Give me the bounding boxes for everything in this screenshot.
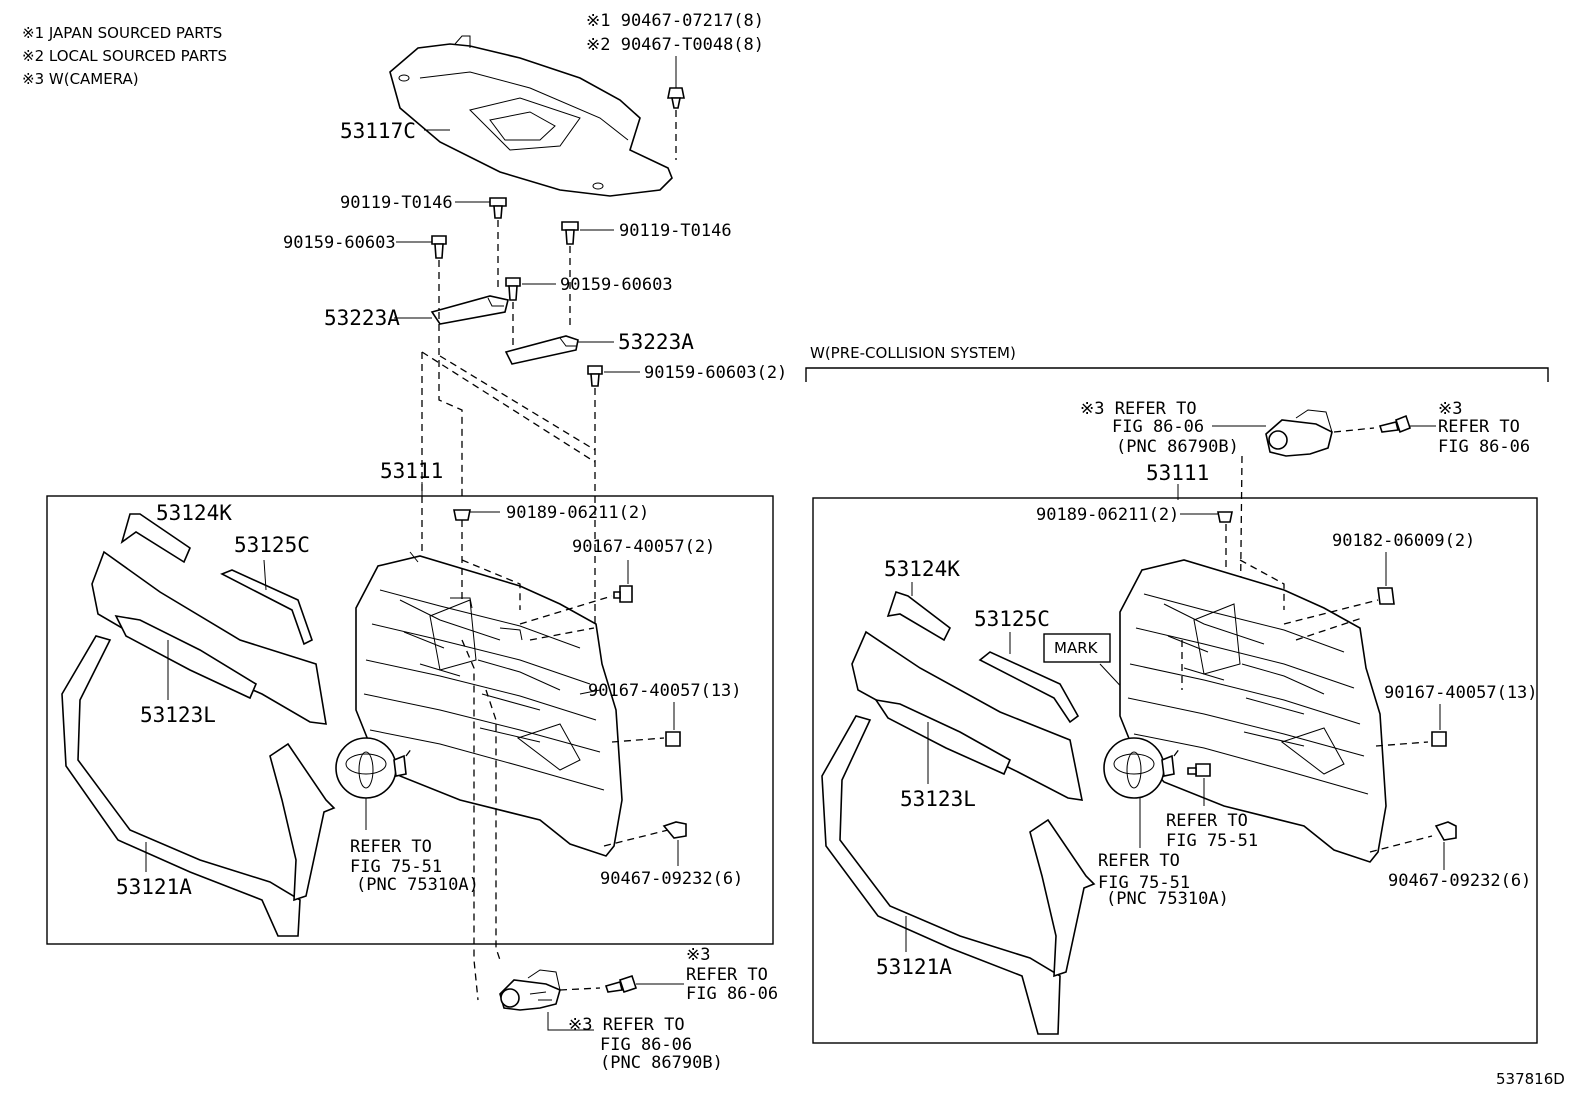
camera-icon <box>499 969 561 1011</box>
molding-53123l-left <box>91 550 327 725</box>
label-53121a-left: 53121A <box>116 875 192 899</box>
label-camera-ref-left-3: (PNC 86790B) <box>600 1053 723 1073</box>
label-camera-ref-left-2: FIG 86-06 <box>600 1035 692 1055</box>
grille-53111-right <box>1119 559 1387 863</box>
grille-53121a-left <box>61 635 336 937</box>
label-53123l-right: 53123L <box>900 787 976 811</box>
note-local-sourced: ※2 LOCAL SOURCED PARTS <box>22 47 227 65</box>
label-camera-screw-ref-left-0: ※3 <box>686 945 710 965</box>
label-camera-screw-ref-right-2: FIG 86-06 <box>1438 437 1530 457</box>
mark-box <box>1043 633 1111 663</box>
bolt-icon <box>561 221 579 245</box>
grille-53121a-right <box>821 715 1096 1035</box>
label-emblem-ref-right-3: (PNC 75310A) <box>1106 889 1229 909</box>
label-53123l-left: 53123L <box>140 703 216 727</box>
nut-icon <box>1377 587 1395 605</box>
label-camera-screw-ref-right-1: REFER TO <box>1438 417 1520 437</box>
label-53111-right: 53111 <box>1146 461 1209 485</box>
grille-53111-left <box>355 551 623 857</box>
screw-icon <box>1378 414 1411 434</box>
emblem-icon <box>1103 737 1175 799</box>
bracket-53223a-right <box>504 335 579 365</box>
label-camera-ref-left-1: ※3 REFER TO <box>568 1015 685 1035</box>
label-screw-90159-60603-a: 90159-60603 <box>283 233 396 253</box>
label-emblem-ref-right-1: REFER TO <box>1098 851 1180 871</box>
screw-icon <box>613 585 633 603</box>
label-53117c: 53117C <box>340 119 416 143</box>
label-clip-90467-07217: ※1 90467-07217(8) <box>586 11 764 31</box>
molding-53125c-left <box>220 569 313 646</box>
label-emblem-ref-left-1: REFER TO <box>350 837 432 857</box>
label-53124k-right: 53124K <box>884 557 960 581</box>
label-53223a-left: 53223A <box>324 306 400 330</box>
label-camera-ref-right-1: ※3 REFER TO <box>1080 399 1197 419</box>
label-camera-ref-right-3: (PNC 86790B) <box>1116 437 1239 457</box>
screw-icon <box>604 974 638 994</box>
bolt-icon <box>489 197 507 219</box>
label-clip-90467-09232-left: 90467-09232(6) <box>600 869 743 889</box>
label-emblem-ref-right-2: FIG 75-51 <box>1098 873 1190 893</box>
figure-id: 537816D <box>1496 1070 1565 1088</box>
label-53125c-right: 53125C <box>974 607 1050 631</box>
screw-icon <box>431 235 447 259</box>
left-assembly-frame <box>46 495 774 945</box>
label-53121a-right: 53121A <box>876 955 952 979</box>
molding-53125c-right <box>978 651 1080 724</box>
label-clip-90467-09232-right: 90467-09232(6) <box>1388 871 1531 891</box>
emblem-icon <box>335 737 407 799</box>
label-emblem-ref-left-2: FIG 75-51 <box>350 857 442 877</box>
label-bolt-ref-right-1: REFER TO <box>1166 811 1248 831</box>
label-camera-screw-ref-left-2: FIG 86-06 <box>686 984 778 1004</box>
screw-icon <box>1431 731 1447 747</box>
label-clip-90189-06211-right: 90189-06211(2) <box>1036 505 1179 525</box>
clip-icon <box>1434 821 1457 841</box>
label-53125c-left: 53125C <box>234 533 310 557</box>
clip-icon <box>662 821 687 839</box>
label-screw-90167-40057-2-left: 90167-40057(2) <box>572 537 715 557</box>
label-screw-90159-60603-b: 90159-60603 <box>560 275 673 295</box>
right-assembly-frame <box>812 497 1538 1044</box>
molding-53123l-right <box>851 630 1084 801</box>
note-japan-sourced: ※1 JAPAN SOURCED PARTS <box>22 24 222 42</box>
molding-53124k-right <box>886 590 952 642</box>
label-screw-90159-60603-c: 90159-60603(2) <box>644 363 787 383</box>
screw-icon <box>665 731 681 747</box>
screw-icon <box>505 277 521 301</box>
camera-icon <box>1265 409 1333 457</box>
label-bolt-90119-t0146-b: 90119-T0146 <box>619 221 732 241</box>
clip-icon <box>667 87 685 109</box>
mark-label: MARK <box>1054 639 1099 657</box>
label-screw-90167-40057-13-left: 90167-40057(13) <box>588 681 742 701</box>
label-screw-90167-40057-13-right: 90167-40057(13) <box>1384 683 1538 703</box>
label-camera-ref-right-2: FIG 86-06 <box>1112 417 1204 437</box>
label-53223a-right: 53223A <box>618 330 694 354</box>
molding-53124k-left <box>120 513 191 564</box>
screw-icon <box>587 365 603 387</box>
section-label-pre-collision: W(PRE-COLLISION SYSTEM) <box>810 344 1016 362</box>
label-nut-90182-06009-right: 90182-06009(2) <box>1332 531 1475 551</box>
bolt-icon <box>1187 763 1211 777</box>
label-53111-left: 53111 <box>380 459 443 483</box>
cover-53117c-drawing <box>389 35 673 197</box>
label-camera-screw-ref-right-0: ※3 <box>1438 399 1462 419</box>
label-camera-screw-ref-left-1: REFER TO <box>686 965 768 985</box>
clip-icon <box>453 509 471 521</box>
label-clip-90467-t0048: ※2 90467-T0048(8) <box>586 35 764 55</box>
label-emblem-ref-left-3: (PNC 75310A) <box>356 875 479 895</box>
label-clip-90189-06211-left: 90189-06211(2) <box>506 503 649 523</box>
label-53124k-left: 53124K <box>156 501 232 525</box>
clip-icon <box>1217 511 1233 523</box>
label-bolt-ref-right-2: FIG 75-51 <box>1166 831 1258 851</box>
bracket-53223a-left <box>430 295 509 325</box>
note-camera: ※3 W(CAMERA) <box>22 70 139 88</box>
label-bolt-90119-t0146-a: 90119-T0146 <box>340 193 453 213</box>
section-bracket <box>805 367 1549 382</box>
